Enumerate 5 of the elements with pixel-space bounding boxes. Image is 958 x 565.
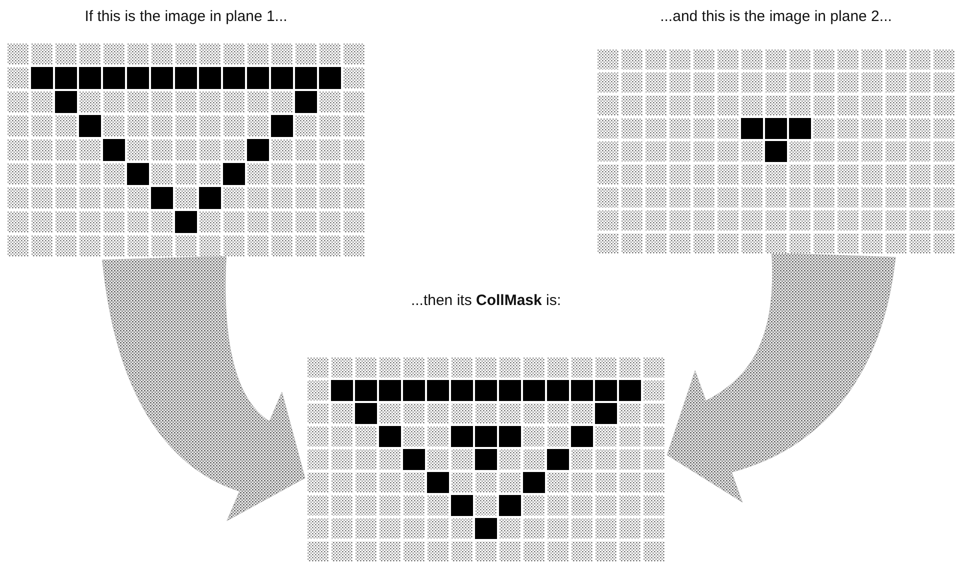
panel-heading: If this is the image in plane 1... <box>84 8 288 27</box>
curved-arrow <box>102 256 306 522</box>
panel-heading: ...then its CollMask is: <box>410 292 562 311</box>
panel-heading: ...and this is the image in plane 2... <box>659 8 893 27</box>
curved-arrow <box>666 252 896 503</box>
